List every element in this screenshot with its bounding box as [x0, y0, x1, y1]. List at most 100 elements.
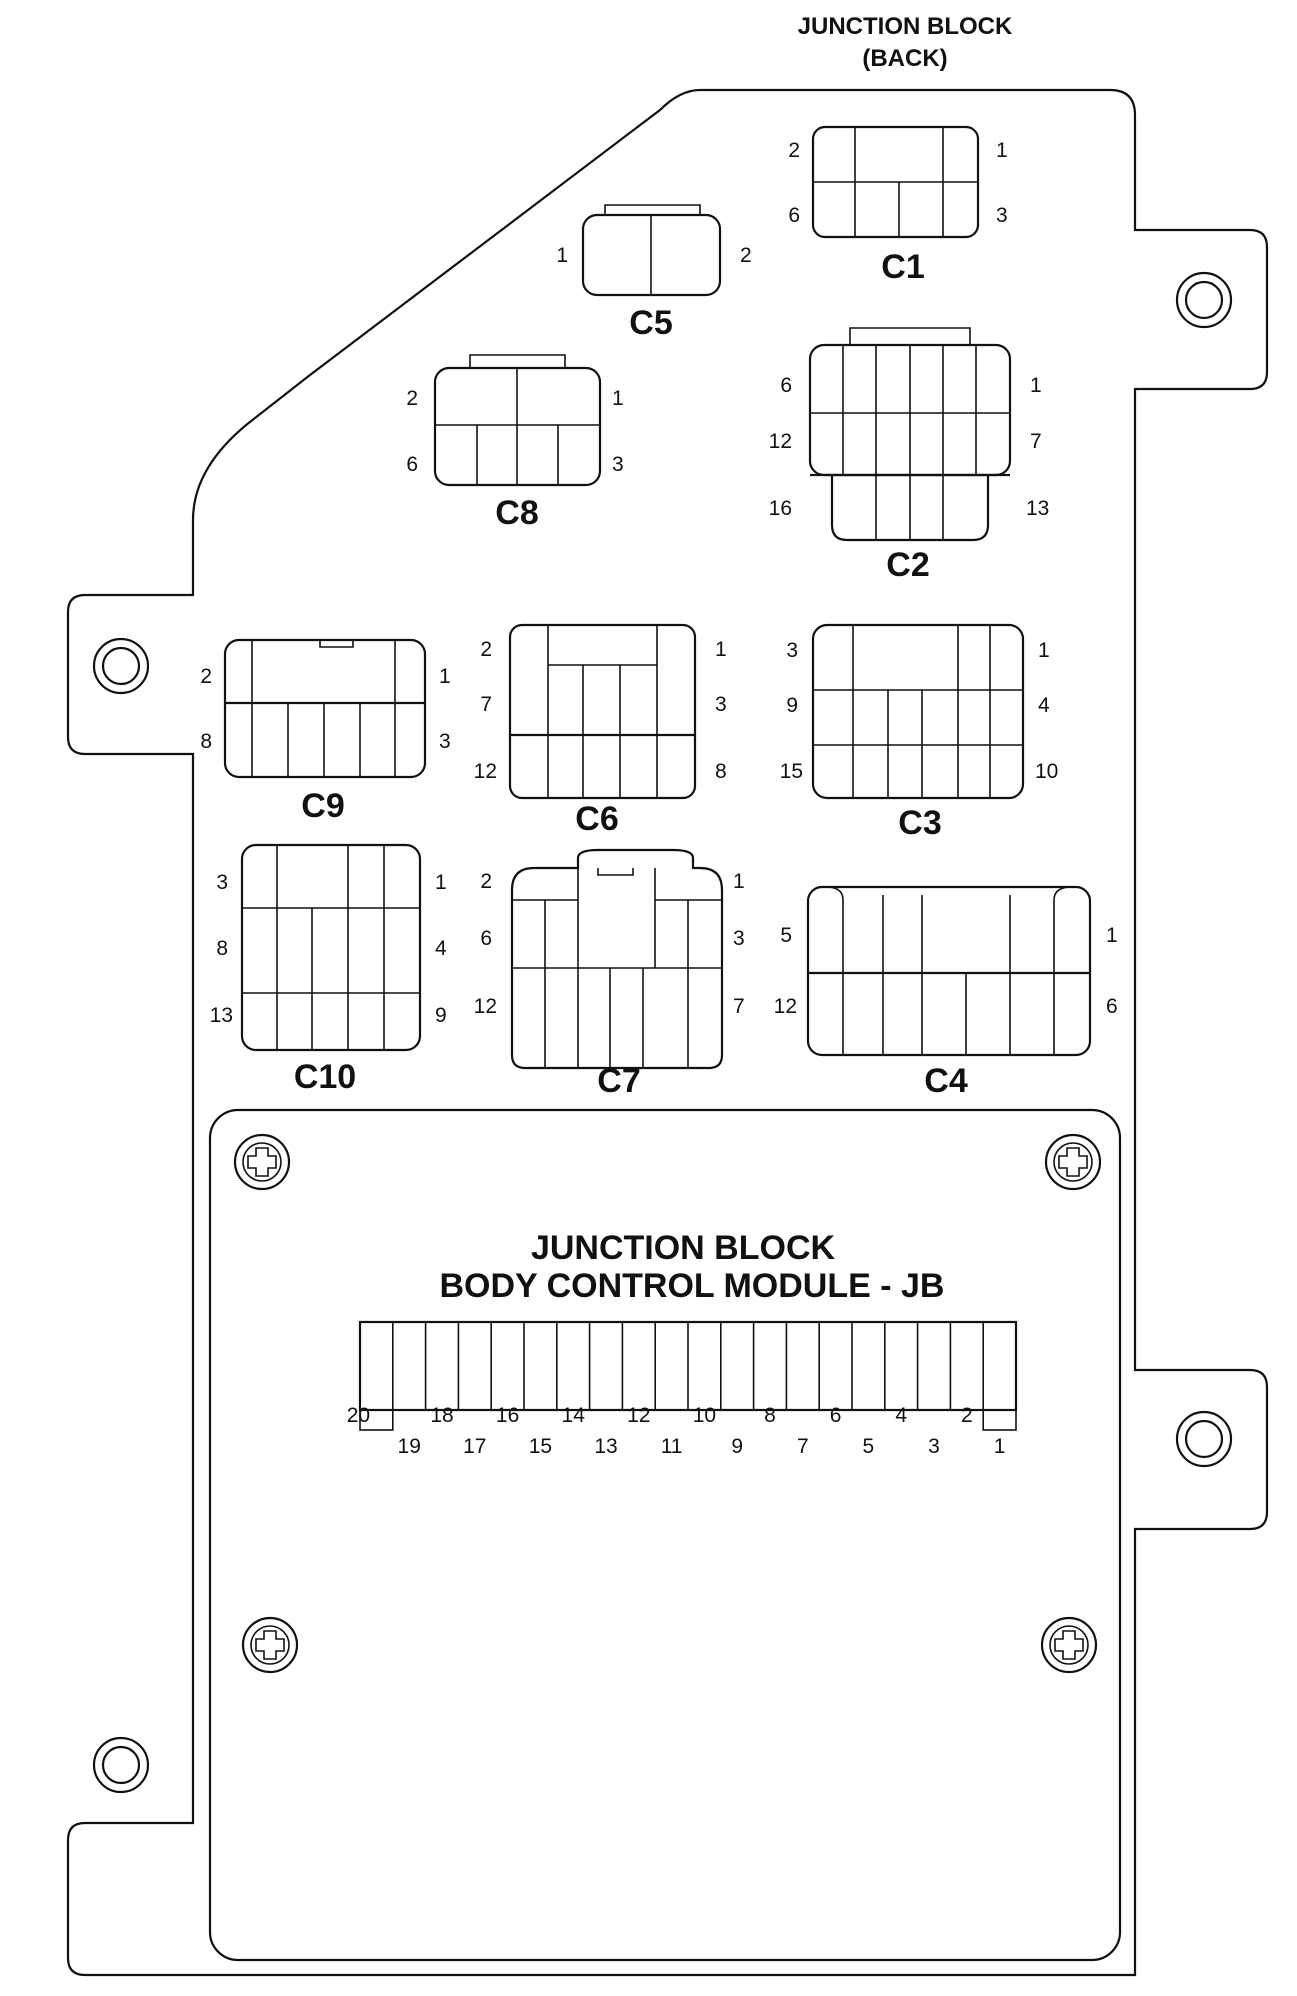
c4-label: C4: [924, 1062, 968, 1100]
c7-pin-1: 1: [733, 870, 745, 893]
c6-pin-3: 3: [715, 693, 727, 716]
c7-label: C7: [597, 1062, 640, 1100]
c8-pin-6: 6: [406, 453, 418, 476]
c2-pin-7: 7: [1030, 430, 1042, 453]
bcm-pin-10: 10: [693, 1404, 716, 1427]
c7-pin-12: 12: [474, 995, 497, 1018]
c10-pin-9: 9: [435, 1004, 447, 1027]
c8-pin-2: 2: [406, 387, 418, 410]
c10-pin-8: 8: [216, 937, 228, 960]
bcm-pin-14: 14: [562, 1404, 586, 1427]
bcm-pin-16: 16: [496, 1404, 519, 1427]
c6-pin-12: 12: [474, 760, 497, 783]
screw-icon: [241, 1616, 299, 1674]
mount-hole-right-top: [1175, 271, 1233, 329]
bcm-latch-left: [359, 1409, 394, 1431]
housing-outline: [66, 88, 1269, 1977]
bcm-pin-8: 8: [764, 1404, 776, 1427]
c5-label: C5: [629, 304, 672, 342]
connector-c8: 2 1 6 3 C8: [406, 354, 624, 532]
bcm-pin-5: 5: [863, 1435, 875, 1458]
c3-pin-3: 3: [786, 639, 798, 662]
c4-pin-5: 5: [780, 924, 792, 947]
c3-label: C3: [898, 804, 941, 842]
connector-c4: 5 1 12 6 C4: [774, 885, 1118, 1100]
bcm-pin-3: 3: [928, 1435, 940, 1458]
c4-pin-12: 12: [774, 995, 797, 1018]
bcm-pin-19: 19: [398, 1435, 421, 1458]
c2-pin-12: 12: [769, 430, 792, 453]
connector-c7: 2 1 6 3 12 7 C7: [474, 848, 745, 1100]
c4-pin-6: 6: [1106, 995, 1118, 1018]
c5-pin-2: 2: [740, 244, 752, 267]
c7-pin-2: 2: [480, 870, 492, 893]
header-title-line2: (BACK): [862, 45, 947, 72]
c3-pin-4: 4: [1038, 694, 1050, 717]
connector-c1: 2 1 6 3 C1: [788, 125, 1008, 286]
c1-label: C1: [881, 248, 924, 286]
bcm-pin-15: 15: [529, 1435, 552, 1458]
bcm-pin-2: 2: [961, 1404, 973, 1427]
c7-pin-3: 3: [733, 927, 745, 950]
c3-pin-1: 1: [1038, 639, 1050, 662]
connector-c2: 6 1 12 7 16 13 C2: [769, 327, 1049, 584]
c8-label: C8: [495, 494, 538, 532]
c10-pin-13: 13: [210, 1004, 233, 1027]
bcm-pin-18: 18: [430, 1404, 453, 1427]
c4-pin-1: 1: [1106, 924, 1118, 947]
c3-pin-10: 10: [1035, 760, 1058, 783]
c2-pin-1: 1: [1030, 374, 1042, 397]
bcm-module: JUNCTION BLOCK BODY CONTROL MODULE - JB …: [208, 1108, 1122, 1962]
connector-c6: 2 1 7 3 12 8 C6: [474, 623, 727, 838]
screw-icon: [233, 1133, 291, 1191]
c6-pin-2: 2: [480, 638, 492, 661]
bcm-pin-1: 1: [994, 1435, 1006, 1458]
c2-pin-6: 6: [780, 374, 792, 397]
c9-pin-8: 8: [200, 730, 212, 753]
c3-pin-9: 9: [786, 694, 798, 717]
bcm-pin-11: 11: [661, 1435, 683, 1458]
c5-pin-1: 1: [556, 244, 568, 267]
bcm-pin-17: 17: [463, 1435, 486, 1458]
c10-label: C10: [294, 1058, 356, 1096]
mount-hole-left-lower: [92, 1736, 150, 1794]
c2-pin-16: 16: [769, 497, 792, 520]
c8-pin-3: 3: [612, 453, 624, 476]
c9-pin-3: 3: [439, 730, 451, 753]
connector-c10: 3 1 8 4 13 9 C10: [210, 843, 447, 1096]
bcm-pin-6: 6: [830, 1404, 842, 1427]
bcm-title-line1: JUNCTION BLOCK: [531, 1229, 836, 1267]
bcm-connector-20pin: [358, 1320, 1018, 1431]
mount-hole-right-lower: [1175, 1410, 1233, 1468]
bcm-pin-20: 20: [347, 1404, 370, 1427]
c7-pin-6: 6: [480, 927, 492, 950]
screw-icon: [1040, 1616, 1098, 1674]
mount-hole-left-upper: [92, 637, 150, 695]
bcm-pin-12: 12: [627, 1404, 650, 1427]
c9-pin-1: 1: [439, 665, 451, 688]
c2-pin-13: 13: [1026, 497, 1049, 520]
connector-c9: 2 1 8 3 C9: [200, 638, 451, 825]
bcm-pin-7: 7: [797, 1435, 809, 1458]
bcm-pin-9: 9: [731, 1435, 743, 1458]
c9-pin-2: 2: [200, 665, 212, 688]
c7-pin-7: 7: [733, 995, 745, 1018]
c1-pin-1: 1: [996, 139, 1008, 162]
c1-pin-2: 2: [788, 139, 800, 162]
bcm-pin-4: 4: [895, 1404, 907, 1427]
c8-pin-1: 1: [612, 387, 624, 410]
c2-label: C2: [886, 546, 929, 584]
screw-icon: [1044, 1133, 1102, 1191]
c10-pin-3: 3: [216, 871, 228, 894]
c1-pin-6: 6: [788, 204, 800, 227]
header-title-line1: JUNCTION BLOCK: [798, 13, 1013, 40]
connector-c3: 3 1 9 4 15 10 C3: [780, 623, 1058, 842]
c9-label: C9: [301, 787, 344, 825]
c3-pin-15: 15: [780, 760, 803, 783]
bcm-latch-right: [982, 1409, 1017, 1431]
bcm-title-line2: BODY CONTROL MODULE - JB: [440, 1267, 945, 1305]
c6-label: C6: [575, 800, 618, 838]
c10-pin-4: 4: [435, 937, 447, 960]
